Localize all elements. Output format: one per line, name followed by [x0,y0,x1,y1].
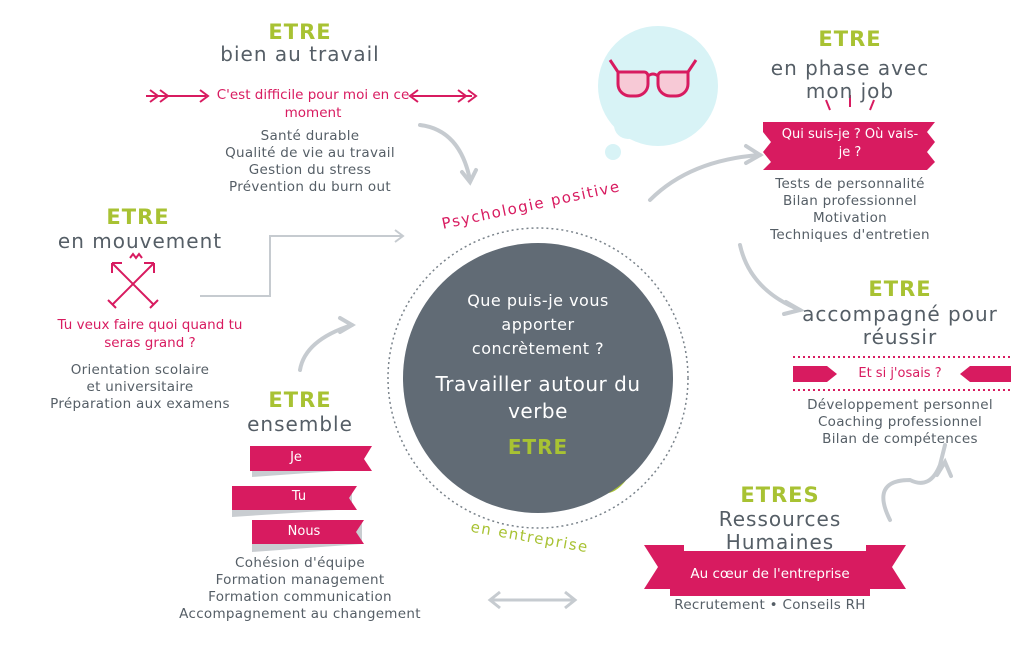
arrow-rh [881,443,947,522]
job-banner-shape [763,122,935,170]
arrow-travail [418,123,472,182]
list-item: Cohésion d'équipe [235,555,365,571]
arrow-accompagne-head [782,300,806,316]
list-item: Préparation aux examens [50,396,230,412]
stair-line [200,235,402,297]
ensemble-etre: ETRE [268,388,332,412]
list-item: Développement personnel [807,397,993,413]
ribbon-nous: Nous [287,524,321,539]
arrow-travail-head [460,168,478,186]
ensemble-ribbons [232,446,372,552]
accompagne-tagline: Et si j'osais ? [858,366,942,381]
accompagne-title: accompagné pour réussir [802,302,998,349]
outer-dotted-ring [387,227,689,529]
list-item: Prévention du burn out [229,179,391,195]
mouvement-tagline: Tu veux faire quoi quand tu seras grand … [57,317,243,351]
list-item: Orientation scolaire [70,362,210,378]
arrow-job [648,153,762,202]
list-item: Bilan de compétences [822,431,978,447]
list-item: Formation communication [208,589,392,605]
crossed-arrows-icon [107,252,159,309]
list-item: Coaching professionnel [817,414,983,430]
rh-tagline: Au cœur de l'entreprise [690,566,850,582]
arrow-ensemble-head [338,316,356,334]
arrow-rh-head [935,457,953,478]
center-title: Travailler autour du verbe [435,372,641,423]
job-list: Tests de personnalité Bilan professionne… [740,176,960,244]
osais-arrows [793,366,1011,382]
list-item: Santé durable [260,128,360,144]
thought-bubble-tiny [605,144,621,160]
double-arrow-heads [487,590,578,610]
glasses-icon [608,59,698,98]
mouvement-title: en mouvement [57,229,223,253]
list-item: Tests de personnalité [775,176,925,192]
accompagne-list: Développement personnel Coaching profess… [790,397,1010,448]
rh-ribbon-center [670,551,870,596]
stair-arrow-head [394,229,405,243]
arrow-feathers-icon [146,89,478,103]
job-etre: ETRE [818,27,882,51]
list-item: et universitaire [86,379,194,395]
thought-bubble-small [614,111,642,139]
arrow-job-head [744,144,764,165]
list-item: Techniques d'entretien [770,227,930,243]
accompagne-etre: ETRE [868,277,932,301]
travail-list: Santé durable Qualité de vie au travail … [200,128,420,196]
mouvement-list: Orientation scolaire et universitaire Pr… [20,362,260,413]
center-question: Que puis-je vous apporter concrètement ? [467,291,609,358]
dotted-separator [793,356,1011,391]
rays-icon [825,95,875,111]
rh-etre: ETRES [740,483,820,507]
job-title: en phase avec mon job [770,56,930,103]
rh-list: Recrutement • Conseils RH [674,597,866,613]
rh-title: Ressources Humaines [718,507,842,554]
arrow-accompagne [738,243,802,312]
mouvement-etre: ETRE [106,205,170,229]
list-item: Accompagnement au changement [179,606,421,622]
travail-tagline: C'est difficile pour moi en ce moment [216,87,410,121]
travail-etre: ETRE [268,20,332,44]
travail-title: bien au travail [220,42,380,66]
list-item: Bilan professionnel [783,193,917,209]
center-verb: ETRE [507,435,569,459]
list-item: Qualité de vie au travail [225,145,395,161]
ensemble-title: ensemble [247,412,353,436]
list-item: Gestion du stress [248,162,372,178]
job-tagline: Qui suis-je ? Où vais-je ? [781,127,919,160]
center-circle: Que puis-je vous apporter concrètement ?… [403,243,673,513]
ribbon-tu: Tu [291,489,307,504]
list-item: Formation management [215,572,385,588]
list-item: Motivation [812,210,888,226]
ribbon-je: Je [290,450,302,465]
ensemble-list: Cohésion d'équipe Formation management F… [150,555,450,623]
